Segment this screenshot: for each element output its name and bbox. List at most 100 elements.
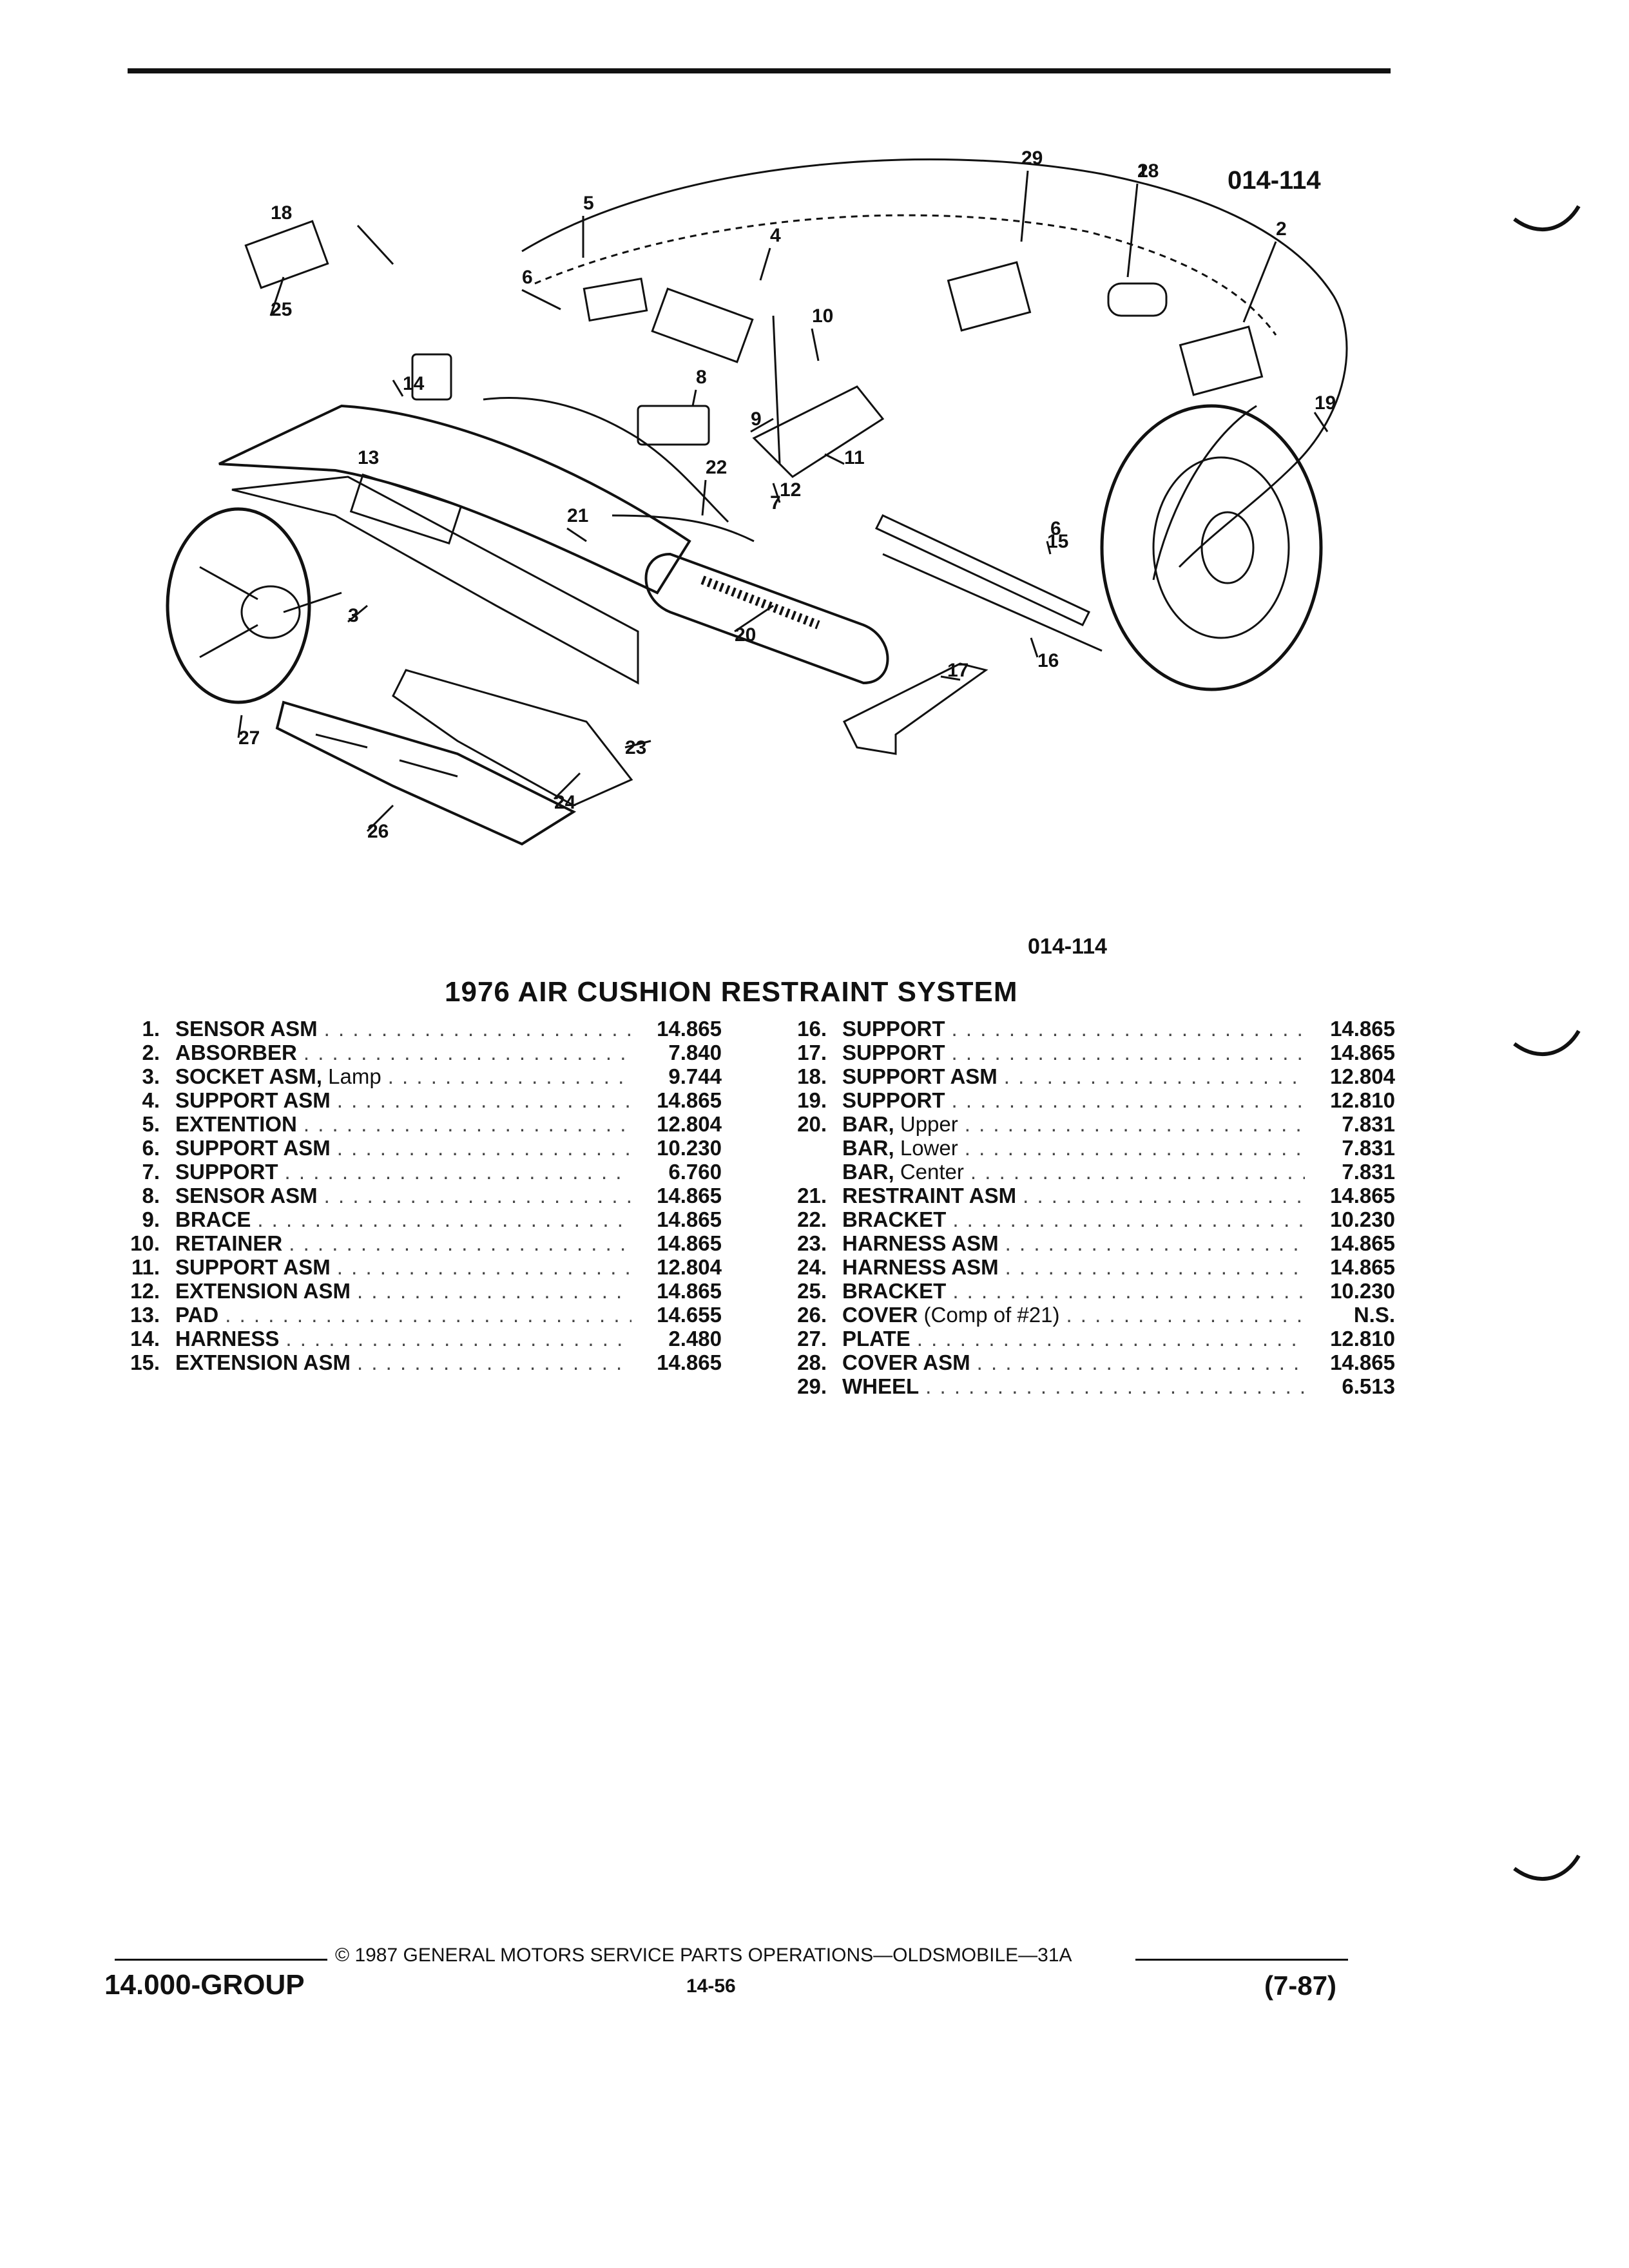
part-name: PLATE	[834, 1327, 911, 1351]
part-name-main: BAR,	[842, 1112, 894, 1136]
part-name-main: SUPPORT ASM	[175, 1088, 331, 1112]
callout-25: 25	[271, 299, 292, 320]
restraint-canister	[644, 552, 889, 685]
part-number: 2.	[142, 1041, 160, 1064]
support-bar-15	[874, 514, 1091, 626]
part-row: 25. BRACKET 10.230	[764, 1279, 1395, 1303]
cover-lower-slots	[315, 733, 458, 778]
part-name: COVER (Comp of #21)	[834, 1303, 1059, 1327]
leader-dots	[1016, 1184, 1305, 1208]
part-name: BRACKET	[834, 1279, 946, 1303]
part-number: 10.	[130, 1231, 160, 1255]
part-name-main: SENSOR ASM	[175, 1184, 318, 1207]
part-group-value: 6.513	[1342, 1374, 1395, 1398]
part-number: 1.	[142, 1017, 160, 1041]
part-name: WHEEL	[834, 1374, 919, 1399]
part-name-main: SUPPORT	[842, 1088, 945, 1112]
leader-dots	[351, 1279, 631, 1303]
part-number: 14.	[130, 1327, 160, 1350]
part-row: 29.WHEEL 6.513	[764, 1374, 1395, 1398]
part-number: 13.	[130, 1303, 160, 1327]
leader-dots	[297, 1112, 631, 1137]
part-row: 7.SUPPORT 6.760	[97, 1160, 722, 1184]
part-group-value: 7.840	[668, 1041, 722, 1064]
part-row: 18.SUPPORT ASM 12.804	[764, 1064, 1395, 1088]
cover-asm-upper	[392, 669, 633, 807]
callout-29: 29	[1021, 148, 1043, 169]
part-name: HARNESS ASM	[834, 1255, 999, 1280]
part-row: 15.EXTENSION ASM 14.865	[97, 1350, 722, 1374]
figure-code-top: 014-114	[1228, 166, 1321, 195]
footer-group: 14.000-GROUP	[104, 1969, 305, 2001]
leader-dots	[251, 1207, 631, 1232]
part-group-value: 14.865	[1330, 1255, 1395, 1279]
tire	[1100, 404, 1323, 691]
part-name: HARNESS ASM	[834, 1231, 999, 1256]
part-name: EXTENTION	[168, 1112, 297, 1137]
part-number: 19.	[797, 1088, 827, 1112]
part-number: 16.	[797, 1017, 827, 1041]
part-number: 25.	[797, 1279, 827, 1303]
footer-rule-left	[115, 1959, 327, 1961]
part-row: 27.PLATE 12.810	[764, 1327, 1395, 1350]
leader-dots	[999, 1231, 1305, 1256]
part-name-main: HARNESS	[175, 1327, 280, 1350]
part-name: HARNESS	[168, 1327, 279, 1351]
absorber-2	[947, 261, 1032, 332]
part-group-value: 9.744	[668, 1064, 722, 1088]
part-row: 20.BAR, Upper7.831	[764, 1112, 1395, 1136]
part-name-main: BAR,	[842, 1160, 894, 1184]
instrument-pad	[218, 404, 691, 595]
harness-14	[411, 353, 452, 401]
leader-dots	[1059, 1303, 1305, 1327]
part-name-main: EXTENSION ASM	[175, 1279, 351, 1303]
callout-21: 21	[567, 505, 588, 526]
leader-dots	[970, 1350, 1305, 1375]
part-name-main: BRACKET	[842, 1279, 947, 1303]
part-group-value: 14.655	[657, 1303, 722, 1327]
part-row: 11.SUPPORT ASM 12.804	[97, 1255, 722, 1279]
part-number: 21.	[797, 1184, 827, 1207]
header-rule	[128, 68, 1391, 73]
part-number: 3.	[142, 1064, 160, 1088]
part-row: 1.SENSOR ASM 14.865	[97, 1017, 722, 1041]
part-number: 20.	[797, 1112, 827, 1136]
wheel-hub	[1200, 511, 1255, 584]
callout-11: 11	[844, 447, 865, 468]
part-row: 6.SUPPORT ASM 10.230	[97, 1136, 722, 1160]
part-name-main: BRACKET	[842, 1207, 947, 1231]
callout-5: 5	[583, 193, 594, 214]
leader-dots	[999, 1255, 1305, 1280]
part-name-main: SUPPORT	[175, 1160, 278, 1184]
leader-dots	[218, 1303, 631, 1327]
part-row: 9.BRACE 14.865	[97, 1207, 722, 1231]
part-number: 6.	[142, 1136, 160, 1160]
part-name: EXTENSION ASM	[168, 1350, 351, 1375]
scan-mark-2	[1513, 1030, 1581, 1056]
part-group-value: 12.804	[1330, 1064, 1395, 1088]
part-group-value: 14.865	[657, 1184, 722, 1207]
part-number: 26.	[797, 1303, 827, 1327]
leader-dots	[919, 1374, 1305, 1399]
leader-dots	[331, 1136, 631, 1160]
part-group-value: 12.804	[657, 1112, 722, 1136]
part-row: 26.COVER (Comp of #21)N.S.	[764, 1303, 1395, 1327]
steering-hub	[240, 585, 301, 639]
part-name: SUPPORT ASM	[168, 1255, 331, 1280]
part-name: BAR, Center	[834, 1160, 964, 1184]
part-number: 5.	[142, 1112, 160, 1136]
footer-rule-right	[1135, 1959, 1348, 1961]
part-group-value: 10.230	[1330, 1207, 1395, 1231]
leader-dots	[331, 1255, 631, 1280]
leader-dots	[946, 1207, 1305, 1232]
part-row: 16.SUPPORT 14.865	[764, 1017, 1395, 1041]
part-row: 8.SENSOR ASM 14.865	[97, 1184, 722, 1207]
part-name-main: SENSOR ASM	[175, 1017, 318, 1041]
part-name-main: PAD	[175, 1303, 219, 1327]
leader-dots	[964, 1160, 1305, 1184]
callout-23: 23	[625, 737, 646, 758]
callout-24: 24	[554, 792, 576, 813]
leader-dots	[945, 1041, 1305, 1065]
part-group-value: 10.230	[1330, 1279, 1395, 1303]
